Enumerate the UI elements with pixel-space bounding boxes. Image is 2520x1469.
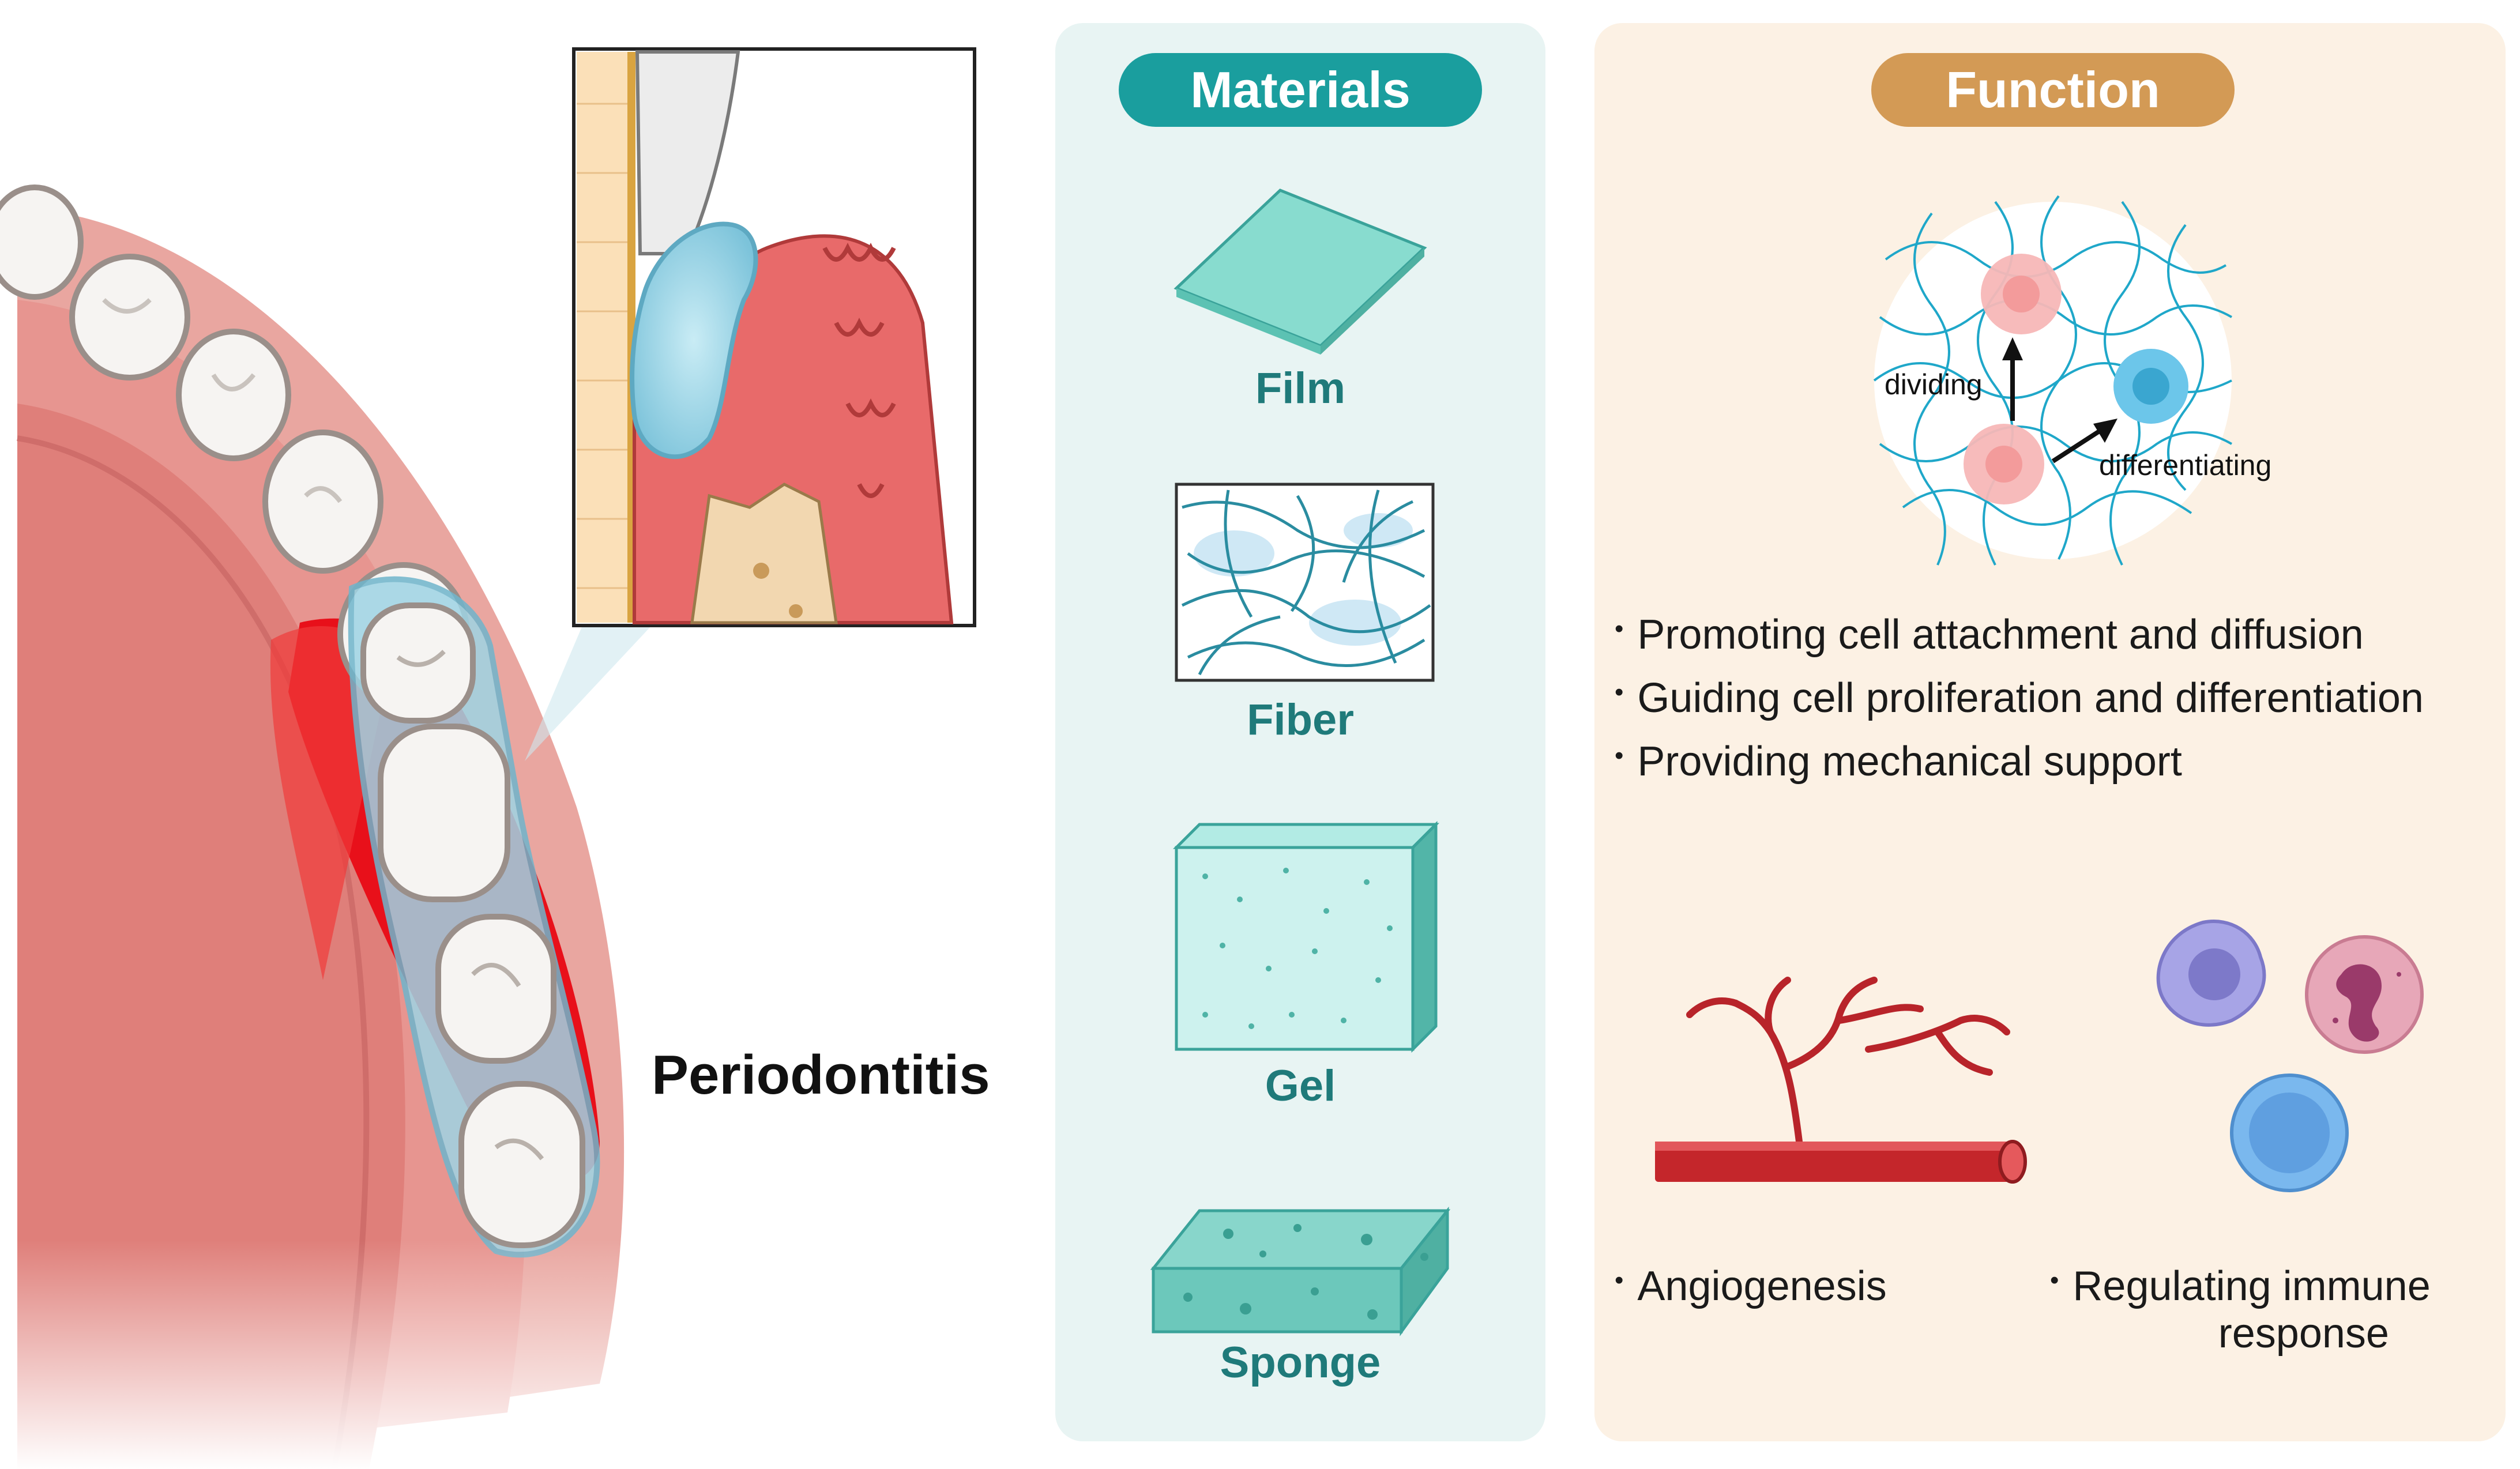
condition-label: Periodontitis <box>652 1044 990 1106</box>
immune-cells-illustration <box>2156 920 2424 1192</box>
cell-network-illustration <box>1873 195 2232 566</box>
gel-icon <box>1172 820 1440 1053</box>
material-label-sponge: Sponge <box>1220 1338 1381 1387</box>
function-bullet-3: •Providing mechanical support <box>1615 739 2182 785</box>
material-label-film: Film <box>1255 364 1346 413</box>
material-label-fiber: Fiber <box>1247 695 1354 744</box>
lymphocyte-icon <box>2230 1074 2349 1192</box>
film-icon <box>1174 189 1427 355</box>
immune-label: •Regulating immune response <box>2050 1263 2431 1357</box>
angiogenesis-label: •Angiogenesis <box>1615 1263 1887 1309</box>
function-bullet-1: •Promoting cell attachment and diffusion <box>1615 612 2364 658</box>
materials-icons <box>1150 189 1451 1336</box>
zoom-inset <box>572 47 976 627</box>
function-bullet-2: •Guiding cell proliferation and differen… <box>1615 675 2424 721</box>
angiogenesis-illustration <box>1655 977 2027 1184</box>
materials-header: Materials <box>1119 53 1482 127</box>
neutrophil-icon <box>2305 935 2424 1054</box>
zoom-connector <box>525 626 652 761</box>
macrophage-icon <box>2156 920 2266 1027</box>
dividing-label: dividing <box>1885 368 1983 401</box>
molars <box>360 602 585 1248</box>
function-header: Function <box>1871 53 2235 127</box>
material-label-gel: Gel <box>1265 1061 1336 1110</box>
sponge-icon <box>1150 1206 1451 1336</box>
periodontitis-illustration <box>0 47 1067 1469</box>
fiber-icon <box>1175 483 1435 682</box>
differentiating-label: differentiating <box>2099 449 2272 481</box>
